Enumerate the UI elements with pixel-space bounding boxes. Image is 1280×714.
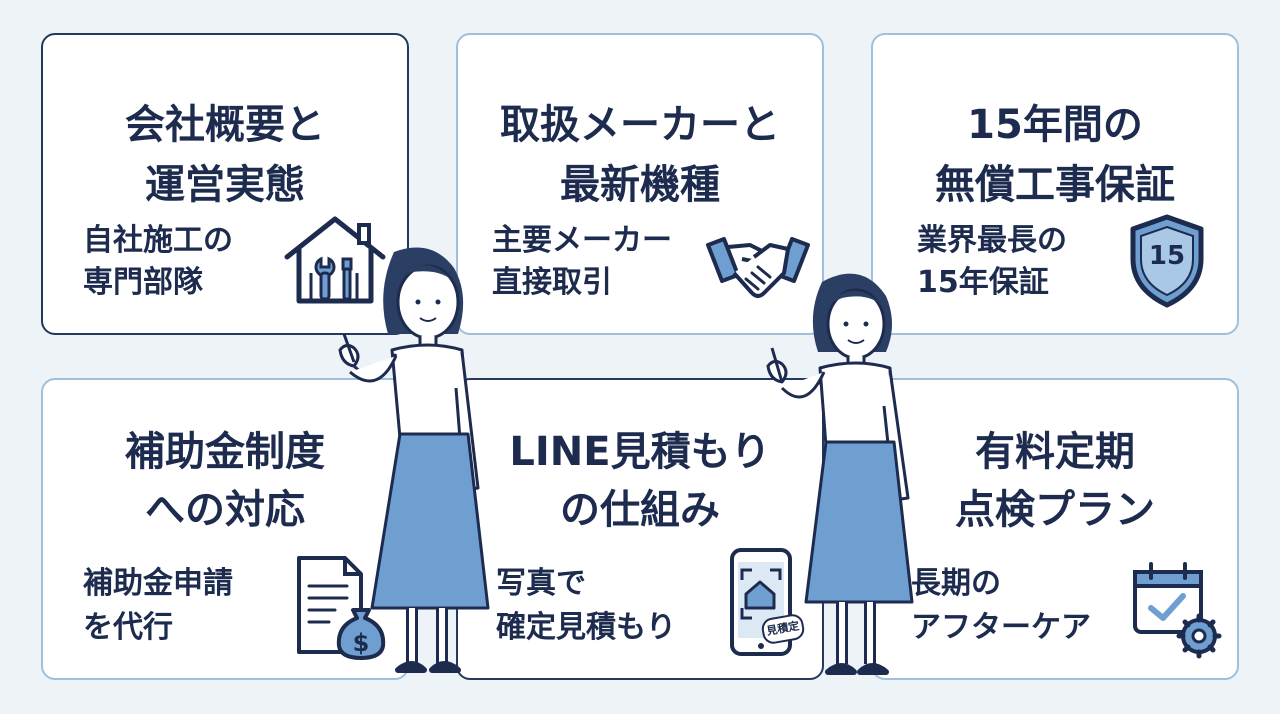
smartphone-estimate-icon: 見積定 bbox=[728, 546, 808, 658]
shield-icon: 15 bbox=[1127, 213, 1207, 309]
card-sub-line2: 確定見積もり bbox=[496, 610, 676, 645]
card-sub-line2: 15年保証 bbox=[917, 265, 1049, 300]
card-sub-line1: 補助金申請 bbox=[83, 566, 233, 601]
card-sub-line1: 業界最長の bbox=[917, 223, 1067, 258]
woman-illustration-left bbox=[338, 247, 490, 673]
card-title-line2: への対応 bbox=[145, 487, 305, 533]
card-title-line1: 取扱メーカーと bbox=[500, 102, 780, 148]
card-warranty: 15年間の 無償工事保証 業界最長の 15年保証 15 bbox=[871, 33, 1239, 335]
card-sub-line1: 自社施工の bbox=[83, 223, 233, 258]
card-sub-line2: 専門部隊 bbox=[83, 265, 203, 300]
card-title-line1: 有料定期 bbox=[975, 429, 1135, 475]
card-sub-line2: 直接取引 bbox=[492, 265, 612, 300]
card-sub-line1: 主要メーカー bbox=[492, 223, 672, 258]
card-subsidy: 補助金制度 への対応 補助金申請 を代行 $ bbox=[41, 378, 409, 680]
card-title-line2: 無償工事保証 bbox=[935, 162, 1175, 208]
card-sub-line1: 長期の bbox=[911, 566, 1001, 601]
card-title-line1: 15年間の bbox=[967, 102, 1143, 148]
shield-number: 15 bbox=[1148, 241, 1186, 271]
house-tools-icon bbox=[284, 216, 386, 304]
document-money-icon: $ bbox=[297, 556, 386, 660]
card-inspection-plan: 有料定期 点検プラン 長期の アフターケア bbox=[871, 378, 1239, 680]
woman-illustration-right bbox=[766, 273, 914, 675]
card-company-overview: 会社概要と 運営実態 自社施工の 専門部隊 bbox=[41, 33, 409, 335]
calendar-gear-icon bbox=[1133, 562, 1222, 659]
card-sub-line2: アフターケア bbox=[911, 610, 1091, 645]
card-title-line2: の仕組み bbox=[560, 487, 720, 533]
card-title-line1: 会社概要と bbox=[125, 102, 325, 148]
handshake-icon bbox=[706, 237, 810, 298]
card-title-line2: 運営実態 bbox=[145, 162, 305, 208]
card-sub-line2: を代行 bbox=[83, 610, 173, 645]
card-sub-line1: 写真で bbox=[496, 566, 586, 601]
card-title-line1: LINE見積もり bbox=[509, 429, 771, 475]
svg-text:$: $ bbox=[353, 629, 370, 657]
card-title-line2: 点検プラン bbox=[955, 487, 1155, 533]
card-title-line2: 最新機種 bbox=[560, 162, 720, 208]
card-title-line1: 補助金制度 bbox=[125, 429, 325, 475]
card-line-estimate: LINE見積もり の仕組み 写真で 確定見積もり 見積定 bbox=[456, 378, 824, 680]
card-makers: 取扱メーカーと 最新機種 主要メーカー 直接取引 bbox=[456, 33, 824, 335]
